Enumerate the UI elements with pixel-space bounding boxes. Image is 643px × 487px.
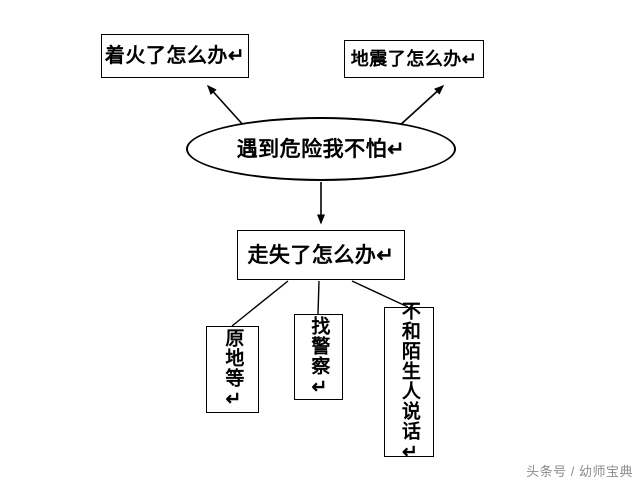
node-quake[interactable]: 地震了怎么办↵ (344, 40, 484, 78)
node-center-topic-label: 遇到危险我不怕↵ (236, 136, 406, 161)
edge-lost-to-police (317, 280, 320, 315)
node-fire[interactable]: 着火了怎么办↵ (101, 34, 249, 78)
node-no-stranger-talk-label: 不和陌生人说话↵ (398, 300, 420, 464)
node-find-police[interactable]: 找警察↵ (294, 314, 343, 400)
node-quake-label: 地震了怎么办↵ (350, 48, 478, 69)
watermark: 头条号 / 幼师宝典 (526, 464, 633, 479)
node-no-stranger-talk[interactable]: 不和陌生人说话↵ (384, 301, 434, 464)
node-center-topic[interactable]: 遇到危险我不怕↵ (186, 117, 456, 181)
node-stay-in-place-label: 原地等↵ (222, 328, 244, 411)
node-fire-label: 着火了怎么办↵ (104, 44, 246, 67)
edge-center-to-fire (206, 84, 246, 128)
node-stay-in-place[interactable]: 原地等↵ (206, 326, 259, 413)
edge-lost-to-stranger (351, 280, 409, 308)
node-lost[interactable]: 走失了怎么办↵ (237, 230, 405, 280)
node-find-police-label: 找警察↵ (308, 315, 330, 399)
node-lost-label: 走失了怎么办↵ (247, 242, 395, 267)
edge-center-to-quake (397, 84, 445, 128)
edge-lost-to-stay (231, 280, 289, 327)
